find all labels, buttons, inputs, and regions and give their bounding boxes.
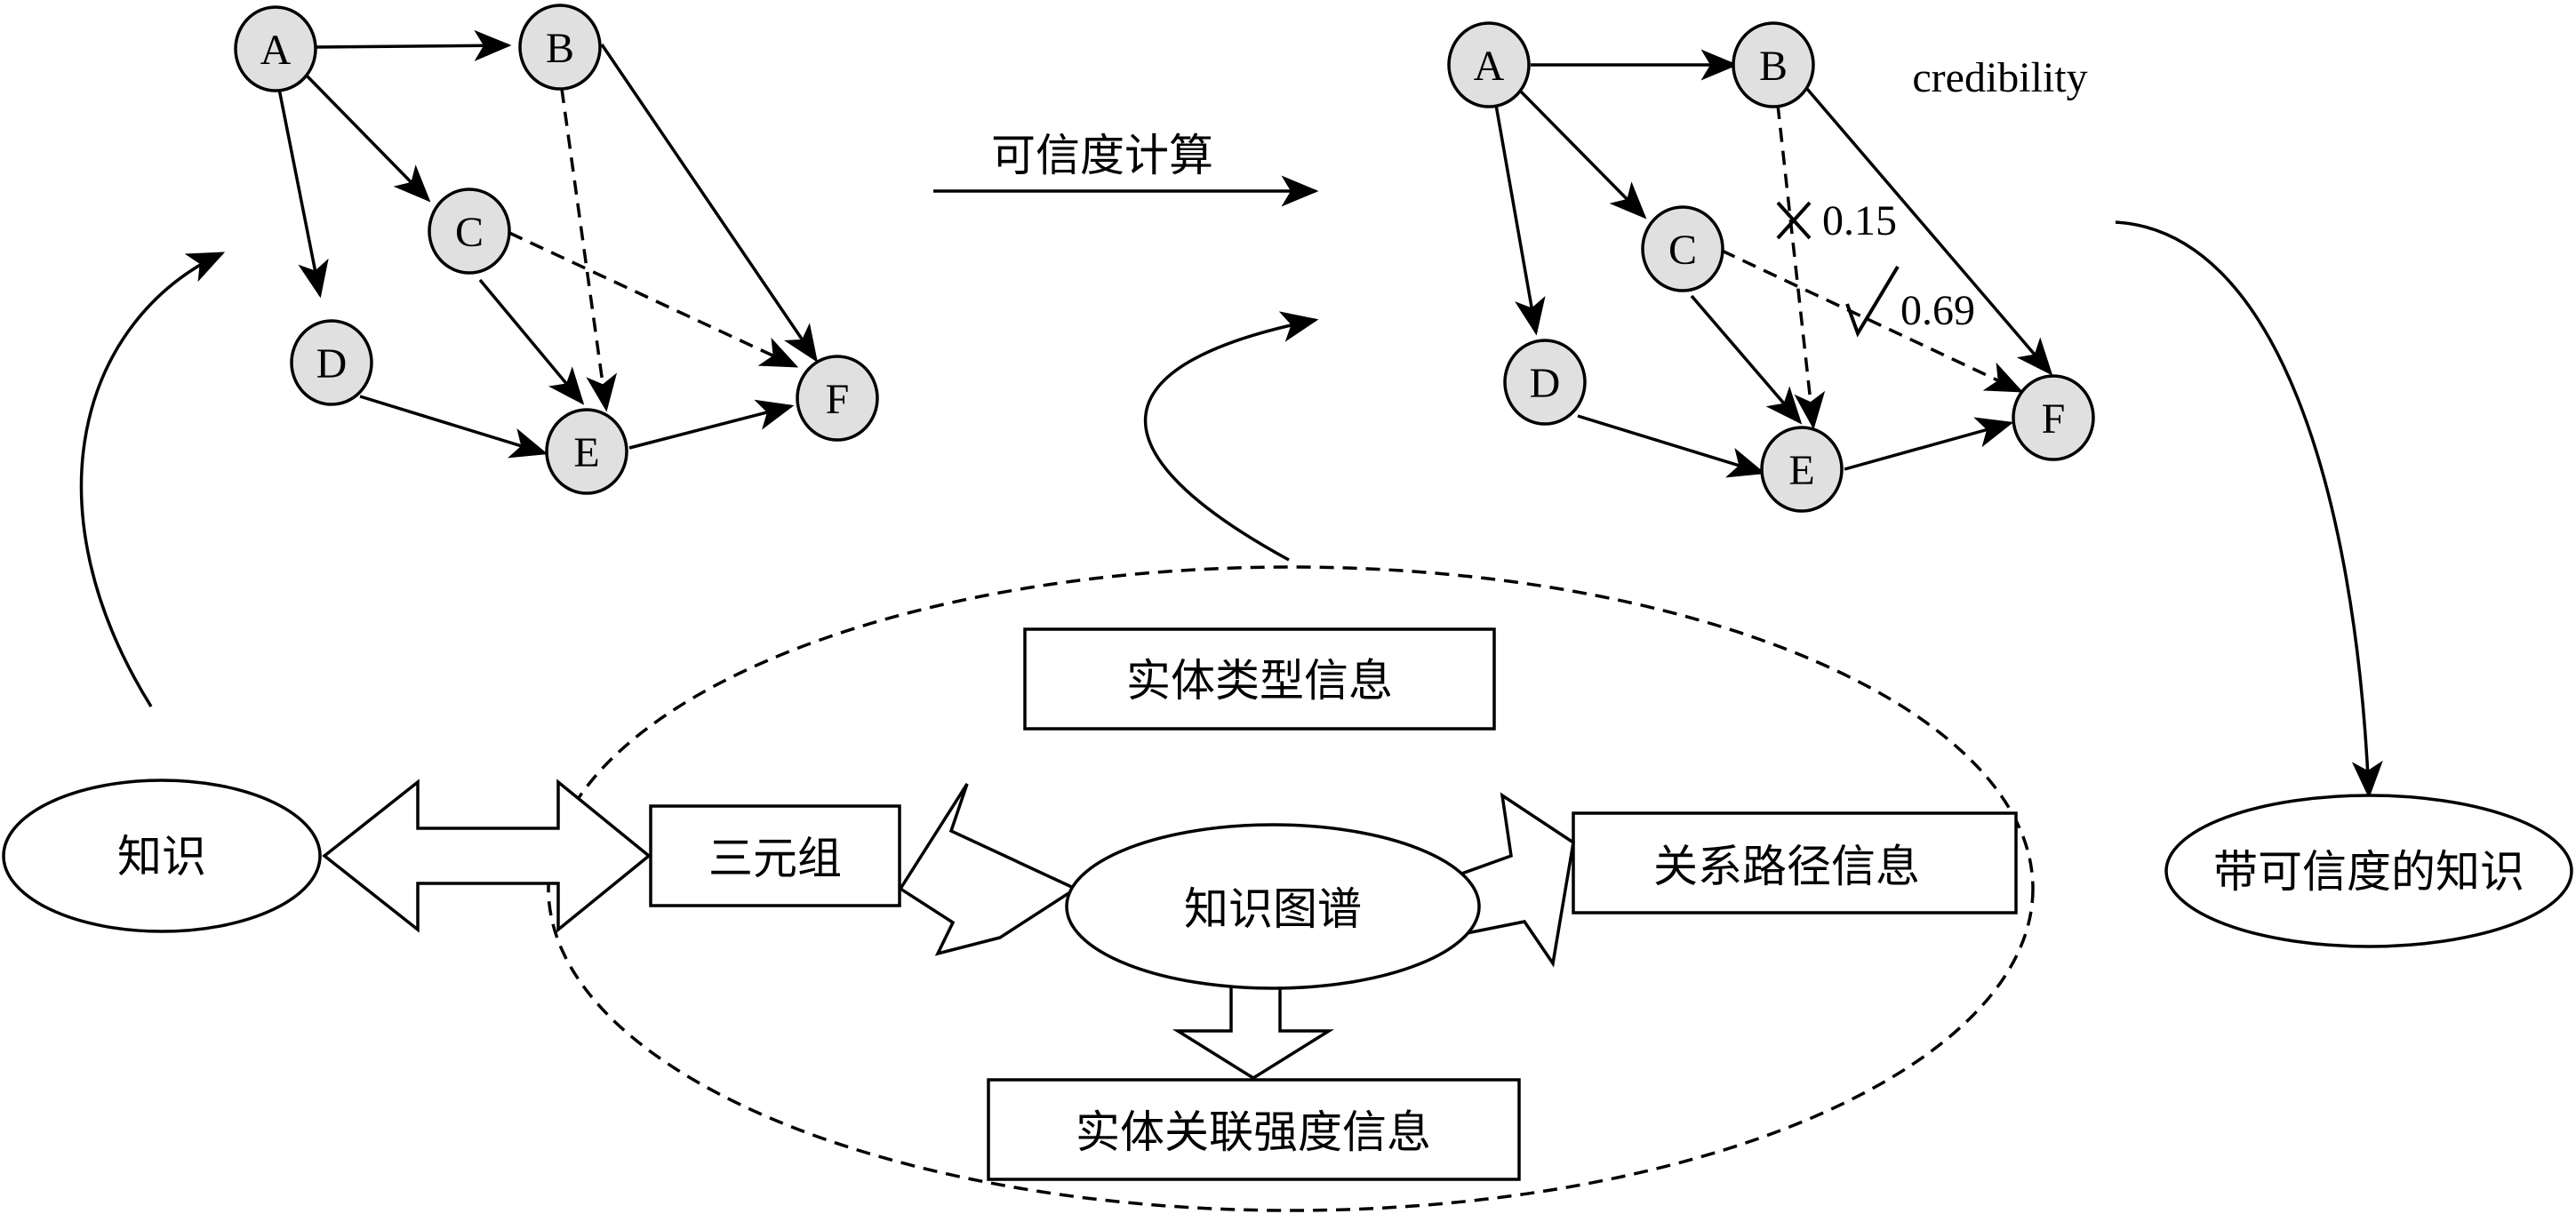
right-node-f-label: F bbox=[2042, 395, 2066, 443]
left-node-b: B bbox=[518, 4, 602, 91]
right-node-d: D bbox=[1503, 339, 1587, 426]
credible-knowledge-node: 带可信度的知识 bbox=[2164, 794, 2573, 948]
credible-knowledge-label: 带可信度的知识 bbox=[2213, 846, 2524, 898]
edge-d-e-right bbox=[1577, 414, 1766, 478]
knowledge-graph-info-region bbox=[547, 565, 2035, 1212]
credibility-label: credibility bbox=[1912, 54, 2087, 101]
kg-to-calculation-curve bbox=[1143, 311, 1319, 562]
edge-d-e bbox=[359, 395, 548, 459]
knowledge-to-graph-curve bbox=[79, 252, 226, 707]
edge-b-f-right bbox=[1805, 87, 2053, 376]
edge-c-f-right bbox=[1721, 249, 2024, 393]
left-node-f-label: F bbox=[826, 376, 850, 423]
left-graph-nodes: A B C D E F bbox=[234, 4, 879, 495]
association-strength-label: 实体关联强度信息 bbox=[1076, 1106, 1431, 1158]
rejected-score: 0.15 bbox=[1822, 197, 1897, 244]
graph-to-credible-knowledge-curve bbox=[2115, 220, 2383, 799]
edge-a-d-right bbox=[1494, 104, 1546, 336]
left-node-a-label: A bbox=[260, 27, 292, 74]
edge-a-d bbox=[276, 84, 329, 299]
left-node-c-label: C bbox=[455, 209, 484, 256]
knowledge-node: 知识 bbox=[2, 779, 322, 933]
right-knowledge-graph bbox=[1494, 49, 2053, 478]
left-node-e: E bbox=[545, 408, 628, 495]
reject-mark-icon bbox=[1776, 201, 1812, 240]
triple-box: 三元组 bbox=[649, 804, 901, 907]
left-node-e-label: E bbox=[573, 429, 599, 476]
knowledge-graph-node: 知识图谱 bbox=[1065, 823, 1481, 990]
entity-type-label: 实体类型信息 bbox=[1126, 655, 1393, 707]
left-node-f: F bbox=[796, 355, 879, 442]
entity-type-box: 实体类型信息 bbox=[1023, 627, 1496, 731]
accepted-score: 0.69 bbox=[1900, 287, 1975, 334]
right-node-c: C bbox=[1641, 205, 1724, 292]
left-node-d: D bbox=[290, 319, 373, 406]
relation-path-box: 关系路径信息 bbox=[1572, 811, 2018, 914]
right-node-a: A bbox=[1447, 21, 1531, 108]
left-knowledge-graph bbox=[276, 29, 818, 459]
association-strength-box: 实体关联强度信息 bbox=[987, 1078, 1521, 1181]
right-node-d-label: D bbox=[1530, 360, 1561, 407]
left-node-b-label: B bbox=[546, 25, 574, 72]
double-arrow-icon bbox=[322, 779, 652, 933]
knowledge-graph-label: 知识图谱 bbox=[1184, 883, 1362, 935]
edge-c-f bbox=[508, 231, 799, 368]
right-node-e: E bbox=[1760, 426, 1844, 513]
left-node-d-label: D bbox=[316, 340, 348, 387]
edge-c-e-right bbox=[1690, 294, 1803, 425]
knowledge-label: 知识 bbox=[117, 831, 206, 883]
right-node-b-label: B bbox=[1759, 43, 1788, 90]
relation-path-label: 关系路径信息 bbox=[1653, 841, 1920, 892]
edge-c-e bbox=[478, 278, 585, 405]
edge-a-b bbox=[315, 29, 512, 61]
edge-b-e bbox=[560, 88, 618, 412]
right-node-c-label: C bbox=[1668, 227, 1697, 274]
edge-a-c-right bbox=[1518, 89, 1647, 220]
right-node-f: F bbox=[2012, 374, 2095, 461]
edge-a-c bbox=[302, 71, 431, 203]
right-node-e-label: E bbox=[1788, 447, 1814, 494]
edge-e-f bbox=[628, 399, 795, 450]
arrow-to-triple bbox=[898, 783, 1079, 956]
accept-checkmark-icon bbox=[1845, 265, 1900, 338]
process-label: 可信度计算 bbox=[991, 130, 1213, 181]
edge-b-f bbox=[600, 44, 818, 363]
triple-label: 三元组 bbox=[708, 833, 842, 884]
right-graph-nodes: A B C D E F bbox=[1447, 21, 2095, 513]
left-node-c: C bbox=[428, 188, 511, 275]
right-node-a-label: A bbox=[1474, 43, 1505, 90]
edge-b-e-right bbox=[1776, 104, 1826, 430]
right-node-b: B bbox=[1732, 21, 1815, 108]
edge-e-f-right bbox=[1844, 417, 2014, 471]
left-node-a: A bbox=[234, 5, 317, 92]
